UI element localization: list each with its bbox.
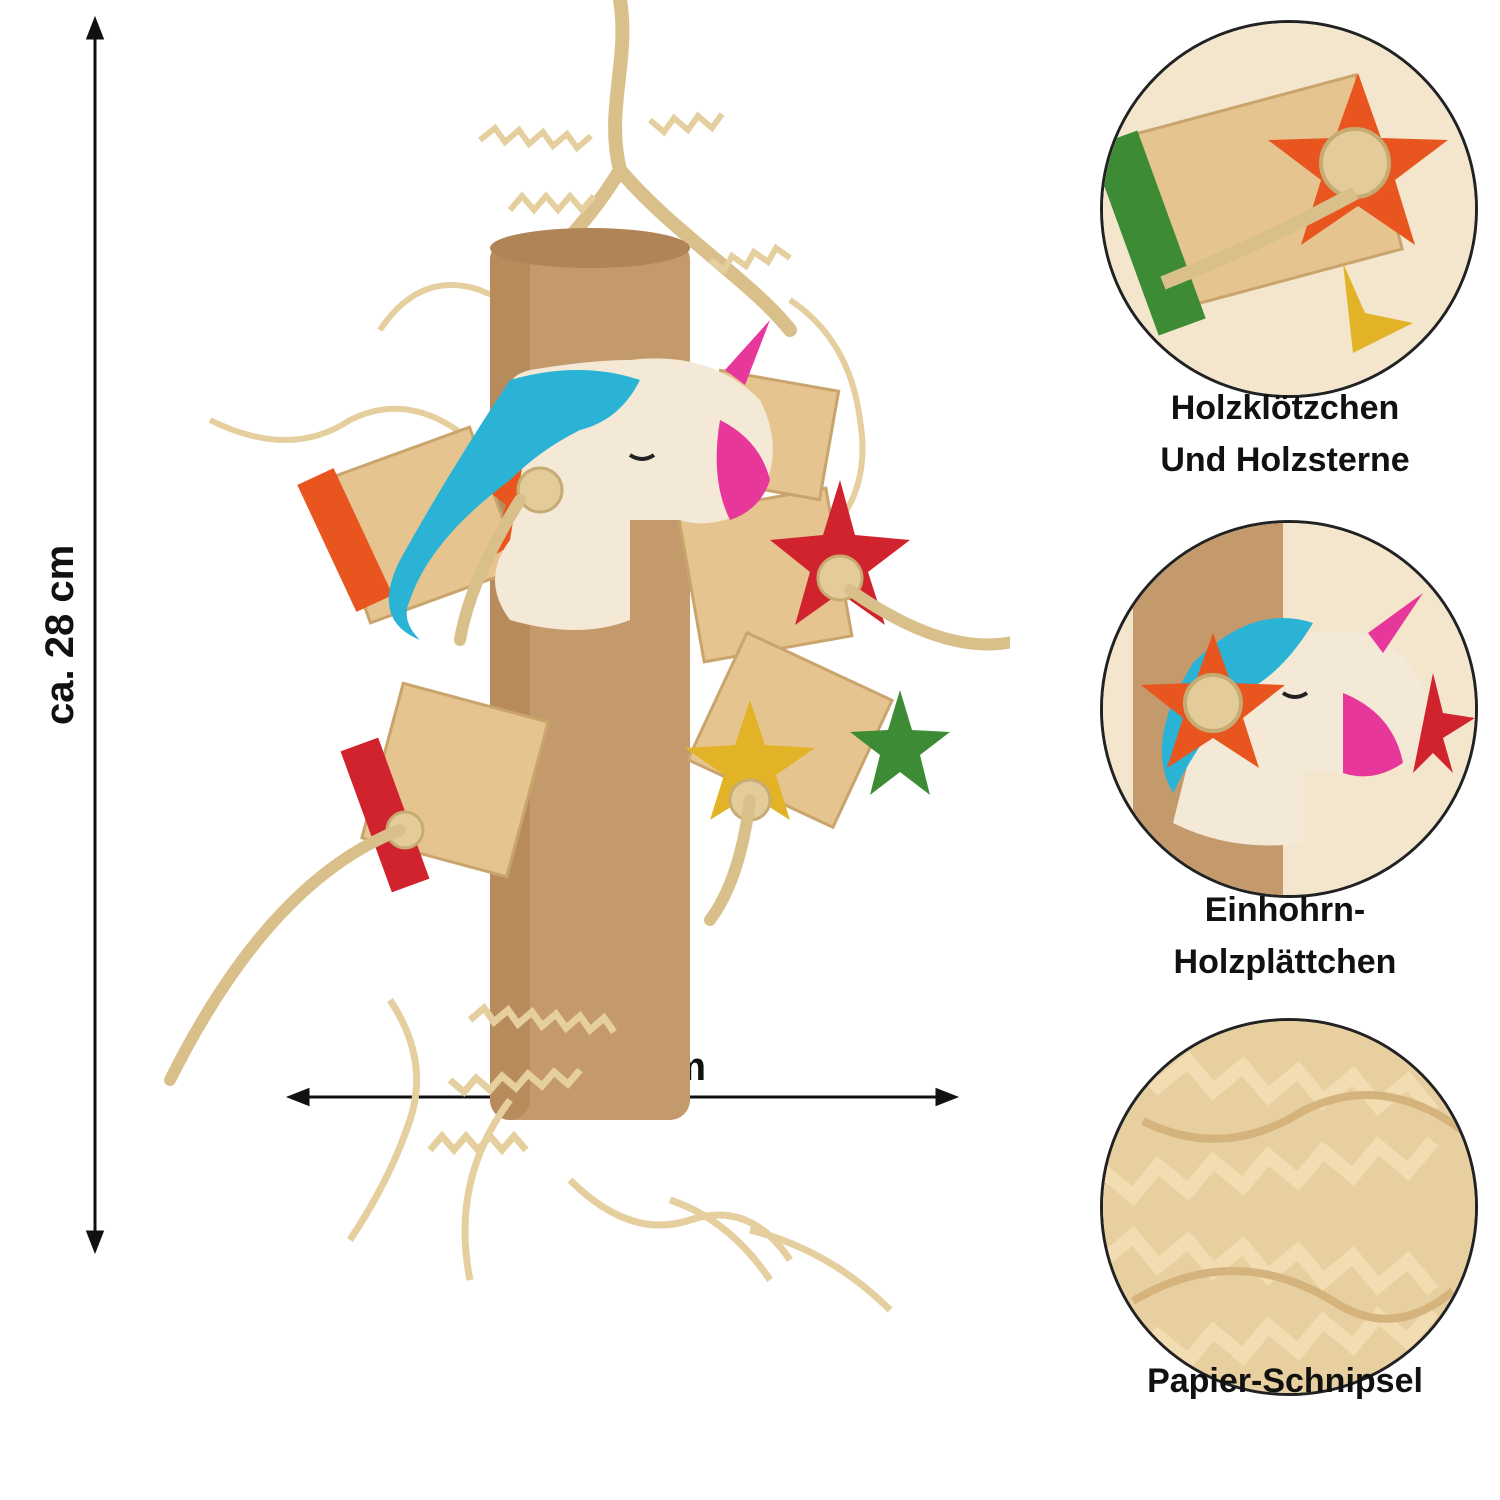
orange-square-plate: [297, 468, 393, 612]
detail-circle-paper-shreds: [1100, 1018, 1478, 1396]
yellow-star: [685, 700, 815, 820]
caption-line: Einhohrn-: [1204, 891, 1366, 929]
width-arrow-head-right: [935, 1087, 960, 1107]
caption-line: Und Holzsterne: [1160, 441, 1410, 479]
red-star: [770, 480, 910, 625]
paper-shreds-top: [208, 111, 866, 522]
caption-line: Holzplättchen: [1173, 943, 1397, 981]
red-square-plate: [340, 737, 430, 893]
height-dimension-label: ca. 28 cm: [38, 544, 82, 725]
unicorn-plate-icon: [1103, 523, 1475, 895]
green-star: [850, 690, 950, 795]
height-arrow-head-top: [85, 15, 105, 40]
paper-shreds-bottom: [347, 998, 893, 1313]
detail-circle-unicorn: [1100, 520, 1478, 898]
caption-wood-blocks: Holzklötzchen Und Holzsterne: [1090, 382, 1480, 486]
side-ropes: [164, 494, 1026, 1086]
bird-toy-product-image: [150, 0, 1026, 1330]
unicorn-plate: [388, 320, 773, 640]
width-arrow-head-left: [285, 1087, 310, 1107]
wood-blocks-stars-icon: [1103, 23, 1475, 395]
caption-unicorn: Einhohrn- Holzplättchen: [1090, 884, 1480, 988]
detail-circle-wood-blocks: [1100, 20, 1478, 398]
height-arrow-head-bottom: [85, 1230, 105, 1255]
caption-line: Papier-Schnipsel: [1147, 1362, 1423, 1400]
caption-line: Holzklötzchen: [1170, 389, 1400, 427]
paper-shreds-icon: [1103, 1021, 1475, 1393]
caption-paper-shreds: Papier-Schnipsel: [1090, 1355, 1480, 1407]
